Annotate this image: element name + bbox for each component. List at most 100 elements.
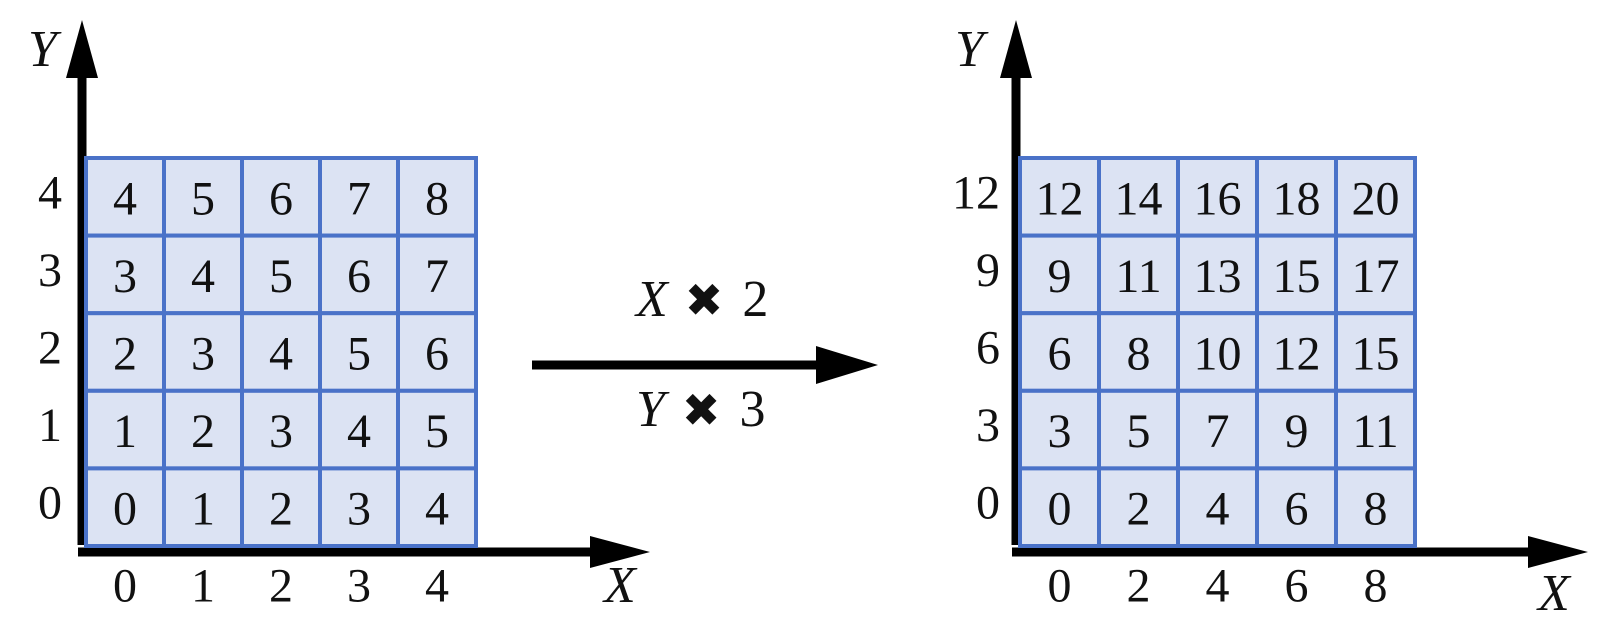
- grid-cell: [1334, 466, 1417, 548]
- grid-cell-value: 16: [1194, 172, 1242, 225]
- grid-cell-value: 9: [1285, 405, 1309, 458]
- right-x-axis-label: X: [1536, 565, 1572, 622]
- grid-cell-value: 11: [1352, 405, 1398, 458]
- grid-cell: [240, 388, 322, 471]
- grid-cell: [318, 311, 400, 393]
- grid-cell: [396, 233, 478, 316]
- grid-cell: [240, 156, 322, 238]
- grid-cell: [1097, 466, 1180, 548]
- y-tick-label: 1: [38, 399, 62, 452]
- grid-cell-value: 5: [347, 328, 371, 381]
- grid-cell: [318, 388, 400, 471]
- grid-cell-value: 12: [1273, 328, 1321, 381]
- grid-cell: [162, 466, 244, 548]
- grid-cell-value: 6: [347, 250, 371, 303]
- grid-cell: [1334, 311, 1417, 393]
- grid-cell-value: 4: [113, 172, 137, 225]
- grid-cell-value: 4: [269, 328, 293, 381]
- y-tick-label: 4: [38, 166, 62, 219]
- y-tick-label: 6: [976, 322, 1000, 375]
- transform-arrow-icon: [816, 346, 878, 384]
- grid-cell-value: 3: [269, 405, 293, 458]
- right-x-axis-arrowhead: [1528, 536, 1588, 568]
- x-tick-label: 2: [269, 560, 293, 613]
- right-y-axis-label: Y: [955, 21, 989, 78]
- x-tick-label: 8: [1364, 560, 1388, 613]
- grid-cell-value: 3: [1048, 405, 1072, 458]
- right-y-axis-arrowhead: [1000, 20, 1032, 78]
- grid-cell-value: 5: [269, 250, 293, 303]
- grid-cell-value: 15: [1273, 250, 1321, 303]
- grid-cell: [162, 388, 244, 471]
- grid-cell-value: 2: [191, 405, 215, 458]
- grid-cell-value: 3: [347, 483, 371, 536]
- grid-cell: [1334, 156, 1417, 238]
- grid-cell-value: 13: [1194, 250, 1242, 303]
- x-tick-label: 0: [1048, 560, 1072, 613]
- y-scale-label: Y ✖ 3: [636, 381, 765, 438]
- left-y-axis-label: Y: [28, 21, 62, 78]
- grid-cell-value: 2: [1127, 483, 1151, 536]
- grid-cell-value: 4: [1206, 483, 1230, 536]
- x-tick-label: 6: [1285, 560, 1309, 613]
- grid-cell-value: 6: [1048, 328, 1072, 381]
- grid-cell: [162, 156, 244, 238]
- times-icon: ✖: [682, 383, 721, 437]
- x-scale-factor: 2: [742, 271, 768, 328]
- grid-cell-value: 14: [1115, 172, 1163, 225]
- grid-cell: [396, 388, 478, 471]
- grid-cell-value: 1: [191, 483, 215, 536]
- grid-cell-value: 0: [1048, 483, 1072, 536]
- grid-cell: [240, 466, 322, 548]
- x-tick-label: 0: [113, 560, 137, 613]
- grid-cell-value: 11: [1115, 250, 1161, 303]
- y-tick-label: 2: [38, 322, 62, 375]
- grid-cell: [396, 311, 478, 393]
- left-x-axis-label: X: [602, 557, 638, 614]
- grid-cell-value: 6: [425, 328, 449, 381]
- grid-cell-value: 9: [1048, 250, 1072, 303]
- grid-cell-value: 15: [1352, 328, 1400, 381]
- grid-cell-value: 6: [269, 172, 293, 225]
- grid-cell-value: 1: [113, 405, 137, 458]
- grid-cell-value: 0: [113, 483, 137, 536]
- x-tick-label: 1: [191, 560, 215, 613]
- grid-cell: [1176, 311, 1259, 393]
- y-scale-var: Y: [636, 381, 670, 438]
- left-y-axis-arrowhead: [66, 20, 98, 78]
- x-tick-label: 4: [1206, 560, 1230, 613]
- grid-cell-value: 2: [269, 483, 293, 536]
- grid-cell: [1176, 156, 1259, 238]
- grid-cell: [84, 156, 166, 238]
- grid-cell-value: 8: [1364, 483, 1388, 536]
- y-tick-label: 3: [976, 399, 1000, 452]
- grid-cell-value: 4: [347, 405, 371, 458]
- grid-cell-value: 20: [1352, 172, 1400, 225]
- grid-cell-value: 3: [113, 250, 137, 303]
- grid-cell: [1097, 156, 1180, 238]
- grid-cell: [1334, 388, 1417, 471]
- grid-cell: [396, 466, 478, 548]
- grid-cell: [240, 233, 322, 316]
- grid-cell-value: 7: [1206, 405, 1230, 458]
- y-tick-label: 0: [38, 477, 62, 530]
- grid-cell-value: 17: [1352, 250, 1400, 303]
- x-scale-var: X: [634, 271, 670, 328]
- y-tick-label: 0: [976, 477, 1000, 530]
- x-tick-label: 2: [1127, 560, 1151, 613]
- y-tick-label: 9: [976, 244, 1000, 297]
- grid-cell-value: 8: [425, 172, 449, 225]
- grid-cell-value: 18: [1273, 172, 1321, 225]
- grid-cell: [1255, 466, 1338, 548]
- grid-cell-value: 7: [347, 172, 371, 225]
- grid-cell: [162, 311, 244, 393]
- y-tick-label: 12: [952, 166, 1000, 219]
- x-scale-label: X ✖ 2: [634, 271, 768, 328]
- grid-cell-value: 3: [191, 328, 215, 381]
